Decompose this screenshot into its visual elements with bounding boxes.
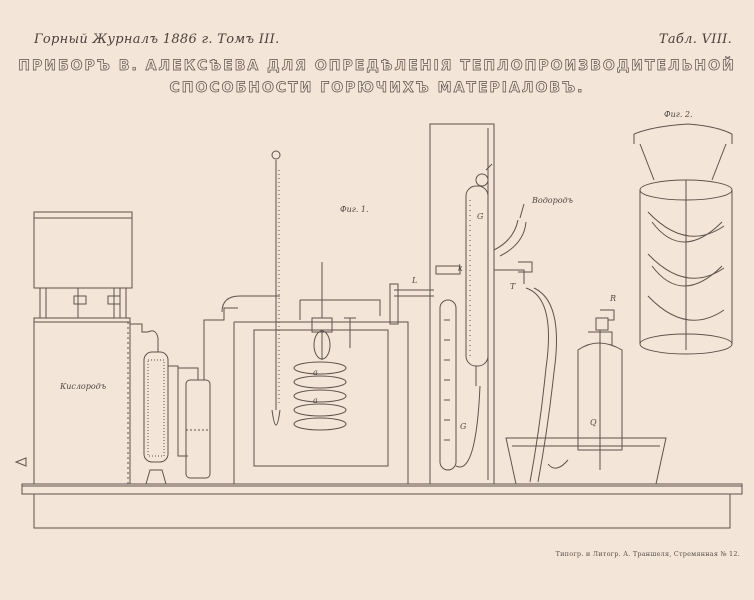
label-R: R (610, 294, 617, 303)
label-a-upper: a (313, 368, 318, 377)
label-G-lower: G (460, 422, 467, 431)
plate-number: Табл. VIII. (658, 32, 732, 47)
label-a-lower: a (313, 396, 318, 405)
label-T: T (510, 282, 516, 291)
washing-bottle (178, 307, 238, 479)
label-L: L (412, 276, 418, 285)
label-Q: Q (590, 418, 597, 427)
drying-tower (143, 330, 188, 485)
rubber-tube (525, 287, 557, 483)
water-jacket (389, 123, 495, 485)
base-board (21, 483, 743, 529)
thermometer (271, 150, 281, 426)
hydrogen-tube (493, 203, 533, 284)
helical-stirrer (633, 123, 733, 355)
label-k: k (458, 264, 463, 273)
figure-2-caption: Фиг. 2. (664, 110, 693, 119)
plate-title-line-1: ПРИБОРЪ В. АЛЕКСѢЕВА ДЛЯ ОПРЕДѢЛЕНІЯ ТЕП… (18, 58, 736, 75)
label-G: G (477, 212, 484, 221)
gas-burette (435, 163, 493, 471)
oxygen-label: Кислородъ (60, 382, 107, 391)
oxygen-gasometer (14, 211, 148, 485)
hydrogen-label: Водородъ (532, 196, 573, 205)
calorimeter-vessel (221, 262, 409, 484)
water-basin (505, 437, 667, 485)
plate-title-line-2: СПОСОБНОСТИ ГОРЮЧИХЪ МАТЕРІАЛОВЪ. (169, 80, 585, 97)
printer-imprint: Типогр. и Литогр. А. Траншеля, Стремянна… (555, 550, 740, 558)
figure-1-caption: Фиг. 1. (340, 205, 369, 214)
reservoir-bottle (577, 309, 623, 470)
journal-header: Горный Журналъ 1886 г. Томъ III. (34, 32, 280, 47)
